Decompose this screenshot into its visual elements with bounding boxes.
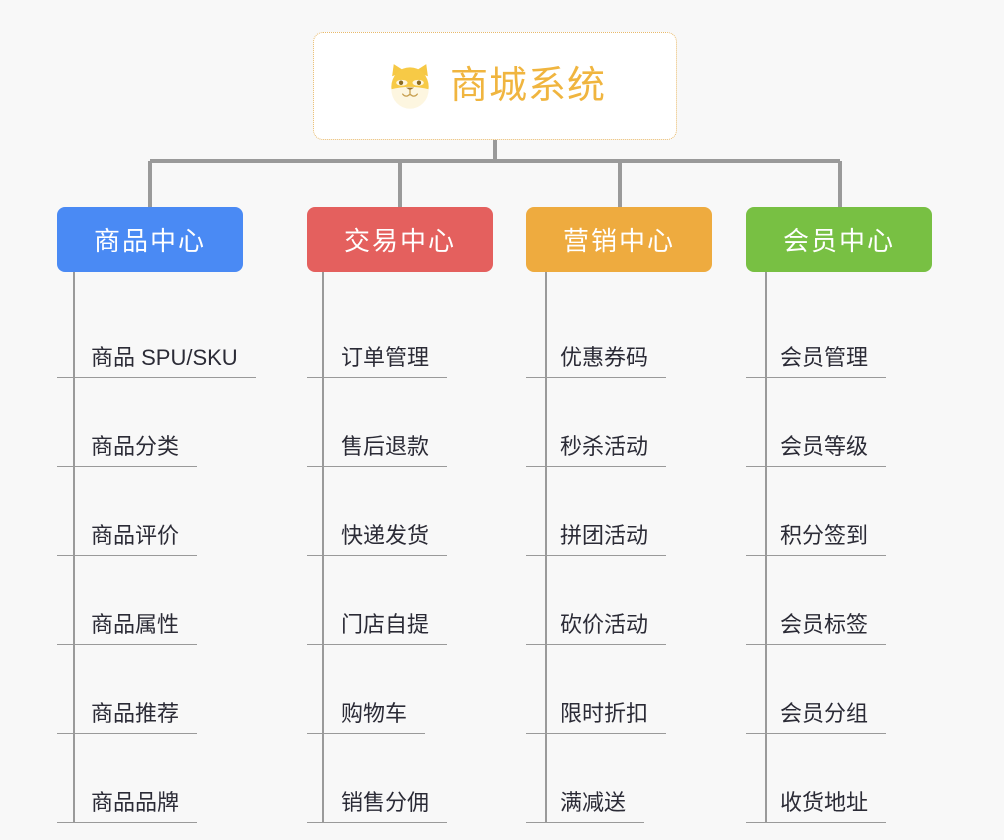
leaf-item[interactable]: 商品品牌: [57, 734, 198, 823]
shiba-dog-face-icon: [391, 64, 429, 109]
leaf-label: 商品属性: [57, 611, 198, 645]
leaf-item[interactable]: 收货地址: [746, 734, 887, 823]
leaf-label: 门店自提: [307, 611, 448, 645]
branch-spine: [765, 272, 767, 823]
leaf-item[interactable]: 会员标签: [746, 556, 887, 645]
branch-spine: [545, 272, 547, 823]
leaf-label: 购物车: [307, 700, 426, 734]
leaf-item[interactable]: 售后退款: [307, 378, 448, 467]
leaf-item[interactable]: 砍价活动: [526, 556, 667, 645]
branch-header-transaction[interactable]: 交易中心: [307, 207, 493, 272]
leaf-label: 商品分类: [57, 433, 198, 467]
leaf-item[interactable]: 会员等级: [746, 378, 887, 467]
leaf-label: 秒杀活动: [526, 433, 667, 467]
leaf-label: 售后退款: [307, 433, 448, 467]
leaf-list-marketing: 优惠券码 秒杀活动 拼团活动 砍价活动 限时折扣 满减送: [526, 272, 712, 823]
leaf-label: 限时折扣: [526, 700, 667, 734]
branch-header-label: 会员中心: [782, 226, 895, 256]
root-node[interactable]: 商城系统: [313, 32, 677, 140]
branch-header-marketing[interactable]: 营销中心: [526, 207, 712, 272]
leaf-label: 会员等级: [746, 433, 887, 467]
leaf-label: 优惠券码: [526, 344, 667, 378]
leaf-item[interactable]: 商品 SPU/SKU: [57, 289, 256, 378]
leaf-item[interactable]: 秒杀活动: [526, 378, 667, 467]
leaf-item[interactable]: 拼团活动: [526, 467, 667, 556]
leaf-item[interactable]: 购物车: [307, 645, 426, 734]
leaf-item[interactable]: 商品推荐: [57, 645, 198, 734]
leaf-label: 快递发货: [307, 522, 448, 556]
branch-column-transaction: 交易中心 订单管理 售后退款 快递发货 门店自提 购物车 销售分佣: [307, 207, 493, 823]
leaf-label: 销售分佣: [307, 789, 448, 823]
leaf-item[interactable]: 会员分组: [746, 645, 887, 734]
branch-header-label: 商品中心: [93, 226, 206, 256]
leaf-item[interactable]: 销售分佣: [307, 734, 448, 823]
leaf-item[interactable]: 订单管理: [307, 289, 448, 378]
leaf-item[interactable]: 满减送: [526, 734, 645, 823]
leaf-list-member: 会员管理 会员等级 积分签到 会员标签 会员分组 收货地址: [746, 272, 932, 823]
leaf-item[interactable]: 会员管理: [746, 289, 887, 378]
leaf-item[interactable]: 商品评价: [57, 467, 198, 556]
leaf-label: 商品推荐: [57, 700, 198, 734]
leaf-label: 砍价活动: [526, 611, 667, 645]
leaf-item[interactable]: 限时折扣: [526, 645, 667, 734]
branch-header-label: 交易中心: [343, 226, 456, 256]
leaf-item[interactable]: 优惠券码: [526, 289, 667, 378]
leaf-item[interactable]: 积分签到: [746, 467, 887, 556]
branch-header-product[interactable]: 商品中心: [57, 207, 243, 272]
leaf-item[interactable]: 快递发货: [307, 467, 448, 556]
branch-column-product: 商品中心 商品 SPU/SKU 商品分类 商品评价 商品属性 商品推荐 商品品牌: [57, 207, 256, 823]
leaf-label: 商品品牌: [57, 789, 198, 823]
leaf-item[interactable]: 门店自提: [307, 556, 448, 645]
leaf-label: 积分签到: [746, 522, 887, 556]
leaf-label: 收货地址: [746, 789, 887, 823]
leaf-item[interactable]: 商品分类: [57, 378, 198, 467]
leaf-label: 会员管理: [746, 344, 887, 378]
branch-column-member: 会员中心 会员管理 会员等级 积分签到 会员标签 会员分组 收货地址: [746, 207, 932, 823]
leaf-label: 满减送: [526, 789, 645, 823]
leaf-label: 商品评价: [57, 522, 198, 556]
leaf-list-product: 商品 SPU/SKU 商品分类 商品评价 商品属性 商品推荐 商品品牌: [57, 272, 256, 823]
leaf-label: 拼团活动: [526, 522, 667, 556]
branch-spine: [322, 272, 324, 823]
leaf-label: 商品 SPU/SKU: [57, 344, 256, 378]
branch-spine: [73, 272, 75, 823]
leaf-label: 会员标签: [746, 611, 887, 645]
leaf-label: 会员分组: [746, 700, 887, 734]
branch-column-marketing: 营销中心 优惠券码 秒杀活动 拼团活动 砍价活动 限时折扣 满减送: [526, 207, 712, 823]
leaf-list-transaction: 订单管理 售后退款 快递发货 门店自提 购物车 销售分佣: [307, 272, 493, 823]
branch-header-label: 营销中心: [562, 226, 675, 256]
branch-header-member[interactable]: 会员中心: [746, 207, 932, 272]
leaf-label: 订单管理: [307, 344, 448, 378]
leaf-item[interactable]: 商品属性: [57, 556, 198, 645]
root-title: 商城系统: [449, 65, 606, 107]
